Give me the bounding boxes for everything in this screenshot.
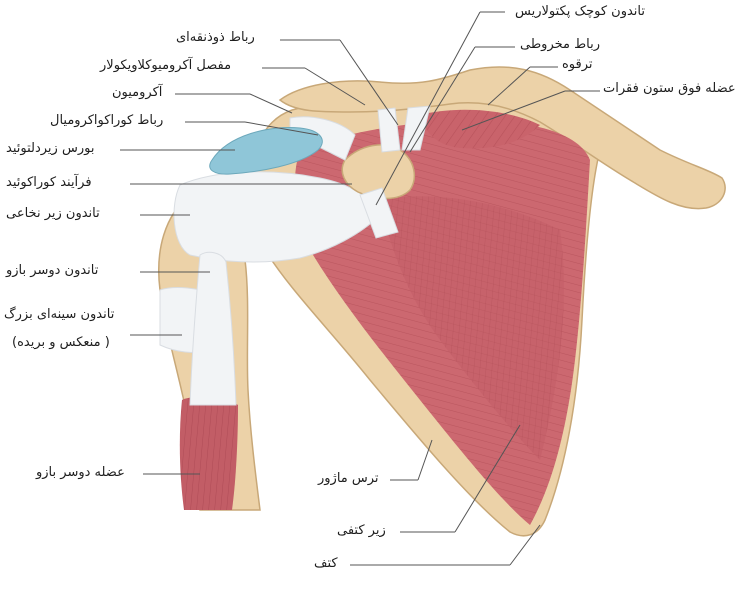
label-biceps-tendon: تاندون دوسر بازو: [6, 263, 99, 278]
subscapularis-tendon: [173, 171, 381, 263]
subdeltoid-bursa: [209, 127, 323, 175]
label-pec-minor-tendon: تاندون کوچک پکتولاریس: [515, 4, 646, 19]
label-acromion: آکرومیون: [112, 85, 163, 100]
label-supraspinatus: عضله فوق ستون فقرات: [603, 81, 736, 96]
label-subscapularis-tendon: تاندون زیر نخاعی: [6, 206, 100, 221]
label-coracoid-process: فرآیند کوراکوئید: [6, 175, 92, 190]
label-conoid-ligament: رباط مخروطی: [520, 37, 600, 52]
label-ac-joint: مفصل آکرومیوکلاویکولار: [100, 58, 232, 73]
biceps-muscle: [179, 396, 238, 510]
label-pec-major-note: ( منعکس و بریده): [12, 335, 110, 350]
label-biceps-muscle: عضله دوسر بازو: [36, 465, 125, 480]
pec-minor-tendon: [359, 187, 399, 239]
label-subscapularis: زیر کتفی: [337, 523, 386, 538]
biceps-long-tendon: [189, 251, 237, 406]
label-coracoacromial-ligament: رباط کوراکواکرومیال: [50, 113, 164, 128]
supraspinatus-muscle: [420, 109, 540, 149]
label-trapezoid-ligament: رباط ذوذنقه‌ای: [176, 30, 255, 45]
label-teres-major: ترس ماژور: [318, 471, 379, 486]
label-subdeltoid-bursa: بورس زیردلتوئید: [6, 141, 95, 156]
label-clavicle: ترقوه: [562, 57, 593, 72]
leader-lines: [120, 11, 600, 566]
label-pec-major-tendon: تاندون سینه‌ای بزرگ: [4, 307, 115, 322]
clavicle-bone: [278, 66, 726, 210]
label-scapula: کتف: [314, 556, 338, 571]
